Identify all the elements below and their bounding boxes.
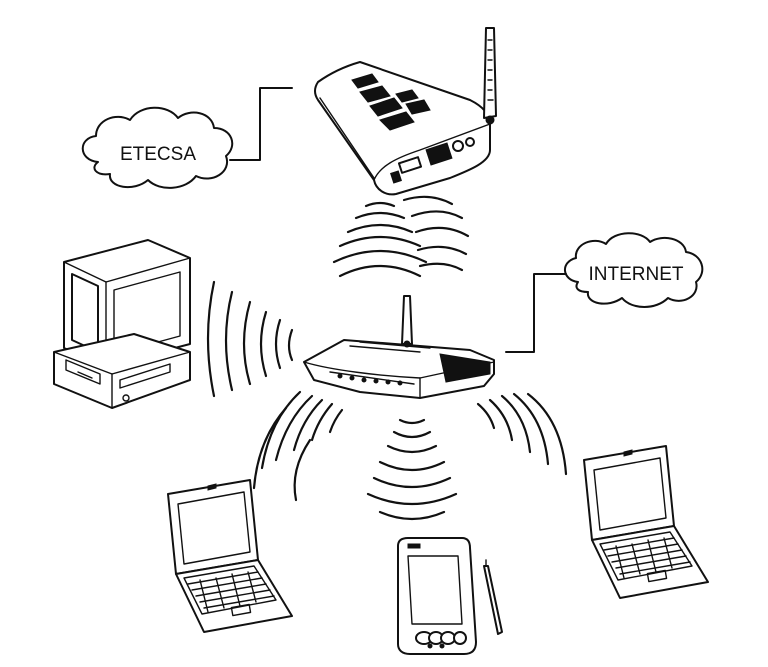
satellite-modem-icon <box>314 27 497 196</box>
satellite-modem <box>314 27 497 196</box>
cloud-icon <box>564 232 704 308</box>
pda-icon <box>397 537 503 655</box>
desktop-computer <box>53 239 191 409</box>
wifi-router-icon <box>303 295 495 399</box>
wireless-waves-icon <box>252 390 568 521</box>
laptop-right <box>583 445 709 599</box>
wireless-waves-icon <box>332 195 470 278</box>
pda <box>397 537 503 655</box>
router-bottom-waves <box>252 390 568 521</box>
internet-connector <box>505 273 567 353</box>
desktop-computer-icon <box>53 239 191 409</box>
router-desktop-waves <box>206 280 294 398</box>
internet-cloud: INTERNET <box>564 232 704 308</box>
etecsa-label: ETECSA <box>120 144 196 165</box>
etecsa-connector <box>229 87 293 161</box>
cloud-icon <box>81 106 234 189</box>
internet-label: INTERNET <box>589 264 684 285</box>
modem-router-waves <box>332 195 470 278</box>
laptop-left <box>167 479 293 633</box>
laptop-icon <box>583 445 709 599</box>
wireless-router <box>303 295 495 399</box>
etecsa-cloud: ETECSA <box>81 106 234 189</box>
laptop-icon <box>167 479 293 633</box>
wireless-waves-icon <box>206 280 294 398</box>
